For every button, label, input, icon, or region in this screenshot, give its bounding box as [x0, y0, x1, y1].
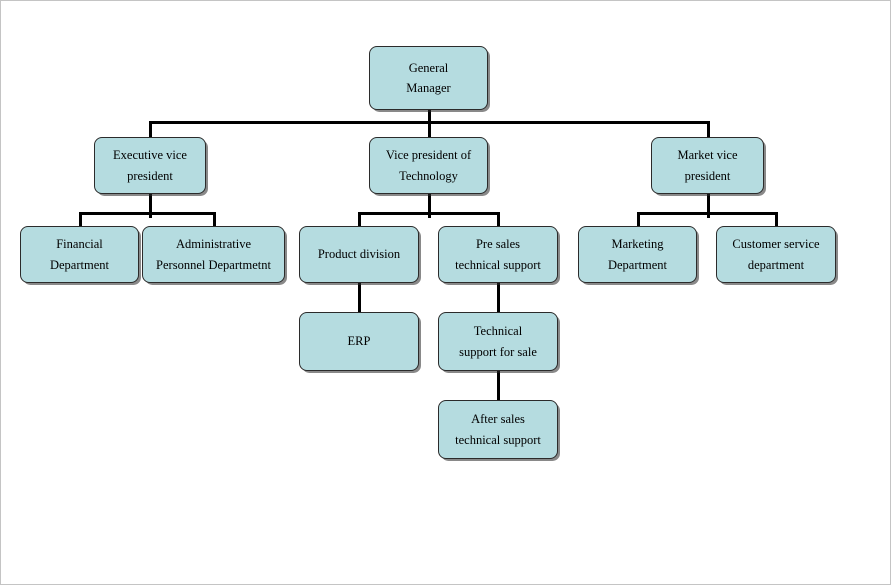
connector-bus-to-admin-personnel	[213, 212, 216, 227]
connector-bus-to-tech-vp	[428, 121, 431, 137]
connector-pre-sales-to-tech-support	[497, 283, 500, 312]
node-marketing-department-label: Marketing Department	[607, 237, 667, 272]
connector-bus-to-pre-sales	[497, 212, 500, 227]
node-vice-president-of-technology[interactable]: Vice president of Technology	[369, 137, 488, 194]
node-technical-support-for-sale[interactable]: Technical support for sale	[438, 312, 558, 371]
node-marketing-department[interactable]: Marketing Department	[578, 226, 697, 283]
connector-bus-to-market-vp	[707, 121, 710, 137]
node-erp-label: ERP	[347, 334, 371, 349]
node-customer-service-department-label: Customer service department	[732, 237, 820, 272]
connector-market-vp-bus	[637, 212, 776, 215]
node-erp[interactable]: ERP	[299, 312, 419, 371]
node-general-manager-label: General Manager	[406, 60, 451, 95]
connector-product-division-to-erp	[358, 283, 361, 312]
connector-bus-to-financial	[79, 212, 82, 227]
connector-exec-vp-down	[149, 194, 152, 218]
node-product-division[interactable]: Product division	[299, 226, 419, 283]
node-administrative-personnel-department[interactable]: Administrative Personnel Departmetnt	[142, 226, 285, 283]
node-executive-vice-president[interactable]: Executive vice president	[94, 137, 206, 194]
connector-exec-vp-bus	[79, 212, 216, 215]
node-financial-department[interactable]: Financial Department	[20, 226, 139, 283]
connector-tech-vp-down	[428, 194, 431, 218]
node-market-vice-president[interactable]: Market vice president	[651, 137, 764, 194]
node-executive-vice-president-label: Executive vice president	[113, 148, 187, 183]
connector-bus-to-marketing	[637, 212, 640, 227]
node-market-vice-president-label: Market vice president	[677, 148, 738, 183]
node-after-sales-technical-support-label: After sales technical support	[455, 412, 541, 447]
connector-tech-vp-bus	[358, 212, 500, 215]
connector-tech-support-to-after-sales	[497, 371, 500, 400]
connector-bus-to-customer-service	[775, 212, 778, 227]
node-vice-president-of-technology-label: Vice president of Technology	[385, 148, 472, 183]
node-customer-service-department[interactable]: Customer service department	[716, 226, 836, 283]
node-pre-sales-technical-support[interactable]: Pre sales technical support	[438, 226, 558, 283]
node-after-sales-technical-support[interactable]: After sales technical support	[438, 400, 558, 459]
node-product-division-label: Product division	[317, 247, 401, 262]
connector-market-vp-down	[707, 194, 710, 218]
node-administrative-personnel-department-label: Administrative Personnel Departmetnt	[156, 237, 271, 272]
connector-bus-to-product-division	[358, 212, 361, 227]
connector-bus-to-exec-vp	[149, 121, 152, 137]
node-pre-sales-technical-support-label: Pre sales technical support	[455, 237, 541, 272]
node-technical-support-for-sale-label: Technical support for sale	[459, 324, 537, 359]
node-financial-department-label: Financial Department	[49, 237, 109, 272]
node-general-manager[interactable]: General Manager	[369, 46, 488, 110]
